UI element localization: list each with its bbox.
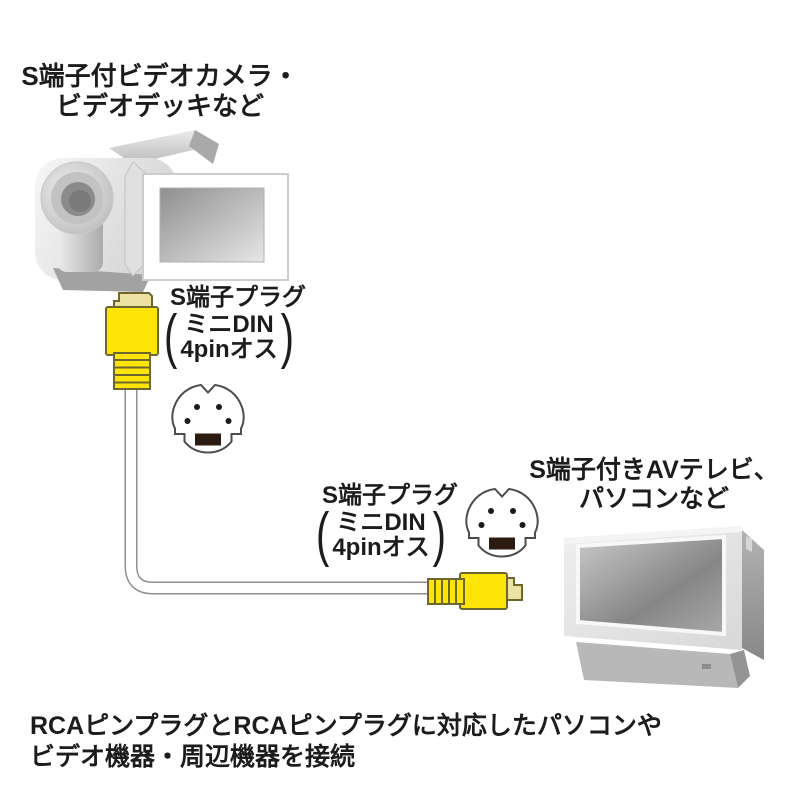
mini-din-4pin-icon-upper <box>171 383 245 454</box>
cable-path <box>124 382 432 595</box>
plug-lower-detail-line2: 4pinオス <box>332 534 430 561</box>
s-video-plug-upper <box>105 292 159 390</box>
mini-din-4pin-icon-lower <box>465 487 539 558</box>
plug-lower-label: S端子プラグ ( ミニDIN 4pinオス ) <box>316 482 459 565</box>
plug-upper-title: S端子プラグ <box>170 284 307 311</box>
dest-device-title: S端子付きAVテレビ、 パソコンなど <box>518 456 790 514</box>
plug-lower-title: S端子プラグ <box>322 482 459 509</box>
plug-upper-label: S端子プラグ ( ミニDIN 4pinオス ) <box>164 284 307 367</box>
plug-lower-detail-line1: ミニDIN <box>336 509 426 536</box>
source-device-title: S端子付ビデオカメラ・ ビデオデッキなど <box>18 61 302 121</box>
camcorder-shapes <box>35 130 289 292</box>
caption-line2: ビデオ機器・周辺機器を接続 <box>30 743 356 771</box>
plug-upper-detail-line2: 4pinオス <box>180 336 278 363</box>
source-device-title-line1: S端子付ビデオカメラ・ <box>21 61 299 91</box>
tv-icon <box>564 526 764 688</box>
dest-device-title-line2: パソコンなど <box>578 485 729 513</box>
camcorder-icon <box>35 130 289 292</box>
paren-open: ( <box>164 304 178 370</box>
paren-close: ) <box>280 304 294 370</box>
plug-upper-detail-line1: ミニDIN <box>184 311 274 338</box>
paren-close: ) <box>432 502 446 568</box>
caption-line1: RCAピンプラグとRCAピンプラグに対応したパソコンや <box>30 712 662 740</box>
dest-device-title-line1: S端子付きAVテレビ、 <box>529 456 779 484</box>
tv-shapes <box>564 526 764 688</box>
caption: RCAピンプラグとRCAピンプラグに対応したパソコンや ビデオ機器・周辺機器を接… <box>30 711 662 773</box>
source-device-title-line2: ビデオデッキなど <box>55 91 264 121</box>
s-video-plug-lower <box>427 572 523 610</box>
paren-open: ( <box>316 502 330 568</box>
